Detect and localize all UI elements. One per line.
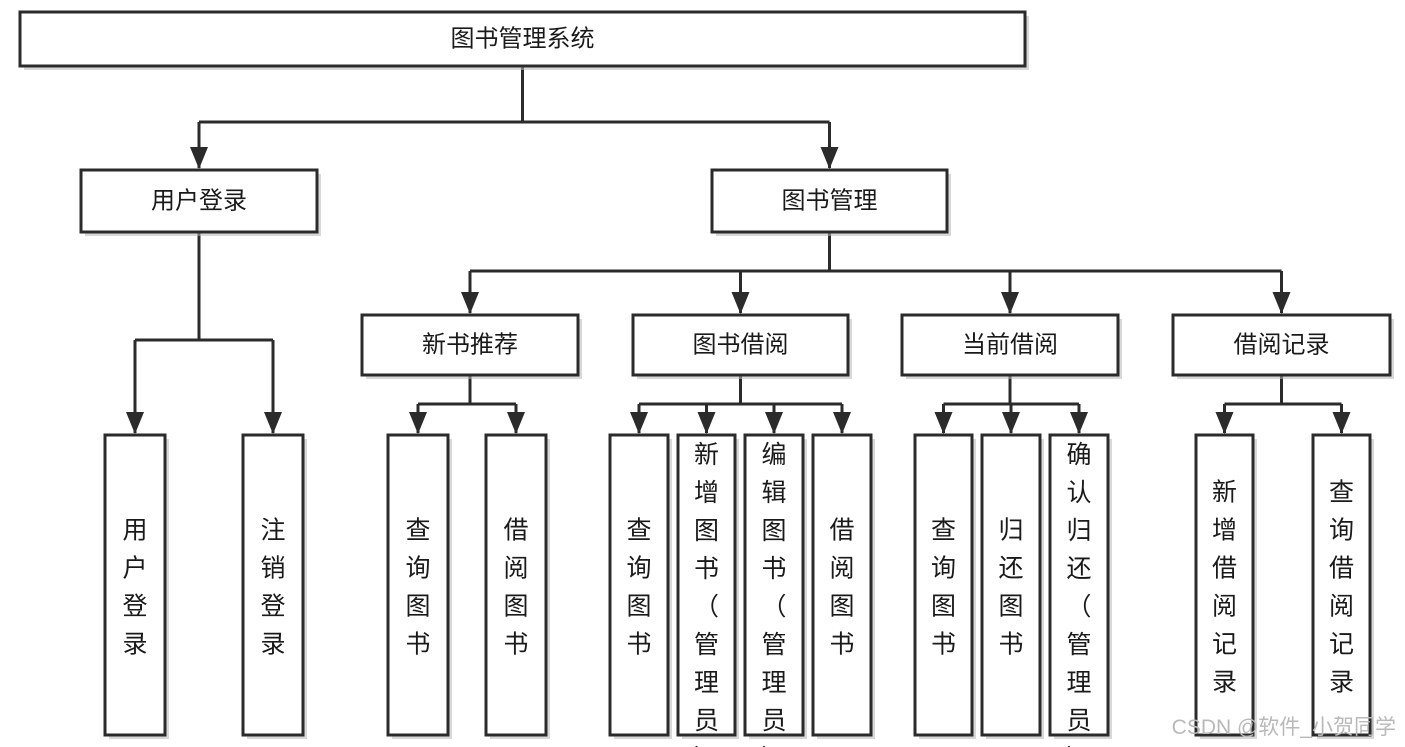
node-box — [900, 313, 1120, 377]
node-current-borrow[interactable]: 当前借阅 — [900, 313, 1122, 379]
node-box — [608, 433, 670, 737]
watermark-label: CSDN @软件_小贺同学 — [1172, 716, 1396, 739]
node-label: 查询借阅记录 — [1329, 479, 1354, 697]
node-label: 归还图书 — [998, 517, 1023, 659]
node-box — [79, 168, 319, 234]
node-box — [241, 433, 305, 737]
node-leaf-confirm-return[interactable]: 确认归还（管理员） — [1048, 433, 1112, 747]
node-box — [710, 168, 949, 234]
arrow-head-icon — [1002, 412, 1020, 434]
node-label: 借阅图书 — [503, 517, 528, 659]
node-box — [484, 433, 548, 737]
arrow-head-icon — [264, 412, 282, 434]
arrow-head-icon — [731, 292, 750, 314]
node-box — [360, 313, 580, 377]
arrow-head-icon — [126, 412, 144, 434]
arrow-head-icon — [1332, 412, 1351, 434]
node-box — [1171, 313, 1392, 377]
node-leaf-return-book[interactable]: 归还图书 — [980, 433, 1044, 739]
node-label: 查询图书 — [405, 517, 430, 659]
node-label: 图书管理 — [782, 187, 878, 214]
arrow-head-icon — [820, 147, 839, 169]
node-box — [18, 10, 1027, 68]
node-box — [1194, 433, 1255, 737]
node-user-login[interactable]: 用户登录 — [79, 168, 321, 236]
node-label: 用户登录 — [151, 187, 247, 214]
node-box — [631, 313, 850, 377]
connector-layer — [126, 66, 1351, 434]
node-label: 新增借阅记录 — [1212, 479, 1237, 697]
arrow-head-icon — [190, 147, 208, 169]
node-book-borrow[interactable]: 图书借阅 — [631, 313, 852, 379]
arrow-head-icon — [697, 412, 716, 434]
node-label: 新增图书（管理员） — [694, 441, 719, 747]
arrow-head-icon — [409, 412, 427, 434]
node-box — [743, 433, 805, 737]
node-leaf-user-login[interactable]: 用户登录 — [103, 433, 169, 739]
node-box — [811, 433, 873, 737]
node-leaf-query-book-current[interactable]: 查询图书 — [913, 433, 976, 739]
node-leaf-edit-book[interactable]: 编辑图书（管理员） — [743, 433, 807, 747]
node-label: 图书管理系统 — [451, 25, 595, 52]
node-label: 确认归还（管理员） — [1066, 441, 1091, 747]
node-label: 查询图书 — [626, 517, 651, 659]
arrow-head-icon — [833, 412, 851, 434]
node-label: 注销登录 — [260, 517, 285, 659]
node-label: 当前借阅 — [962, 331, 1058, 358]
node-box — [980, 433, 1042, 737]
node-label: 图书借阅 — [693, 331, 789, 358]
node-box — [913, 433, 974, 737]
node-box — [676, 433, 737, 737]
arrow-head-icon — [630, 412, 648, 434]
node-label: 借阅图书 — [829, 517, 854, 659]
arrow-head-icon — [934, 412, 953, 434]
node-label: 用户登录 — [122, 517, 147, 659]
node-box — [1311, 433, 1372, 737]
arrow-head-icon — [1070, 412, 1088, 434]
arrow-head-icon — [1001, 292, 1019, 314]
node-borrow-records[interactable]: 借阅记录 — [1171, 313, 1394, 379]
node-leaf-borrow-book-recommend[interactable]: 借阅图书 — [484, 433, 550, 739]
node-leaf-query-borrow-record[interactable]: 查询借阅记录 — [1311, 433, 1374, 739]
node-label: 查询图书 — [931, 517, 956, 659]
node-leaf-query-book-borrow[interactable]: 查询图书 — [608, 433, 672, 739]
node-label: 借阅记录 — [1234, 331, 1330, 358]
node-leaf-add-book[interactable]: 新增图书（管理员） — [676, 433, 739, 747]
arrow-head-icon — [765, 412, 783, 434]
node-layer: 图书管理系统用户登录图书管理新书推荐图书借阅当前借阅借阅记录用户登录注销登录查询… — [18, 10, 1394, 747]
arrow-head-icon — [461, 292, 479, 314]
arrow-head-icon — [1215, 412, 1234, 434]
node-leaf-add-borrow-record[interactable]: 新增借阅记录 — [1194, 433, 1257, 739]
node-new-book-recommend[interactable]: 新书推荐 — [360, 313, 582, 379]
node-box — [103, 433, 167, 737]
arrow-head-icon — [1272, 292, 1291, 314]
node-leaf-logout[interactable]: 注销登录 — [241, 433, 307, 739]
node-leaf-borrow-book[interactable]: 借阅图书 — [811, 433, 875, 739]
node-box — [1048, 433, 1110, 737]
node-label: 编辑图书（管理员） — [761, 441, 786, 747]
node-label: 新书推荐 — [422, 331, 518, 358]
node-book-management[interactable]: 图书管理 — [710, 168, 951, 236]
node-box — [386, 433, 450, 737]
node-root[interactable]: 图书管理系统 — [18, 10, 1029, 70]
node-leaf-query-book-recommend[interactable]: 查询图书 — [386, 433, 452, 739]
arrow-head-icon — [507, 412, 525, 434]
